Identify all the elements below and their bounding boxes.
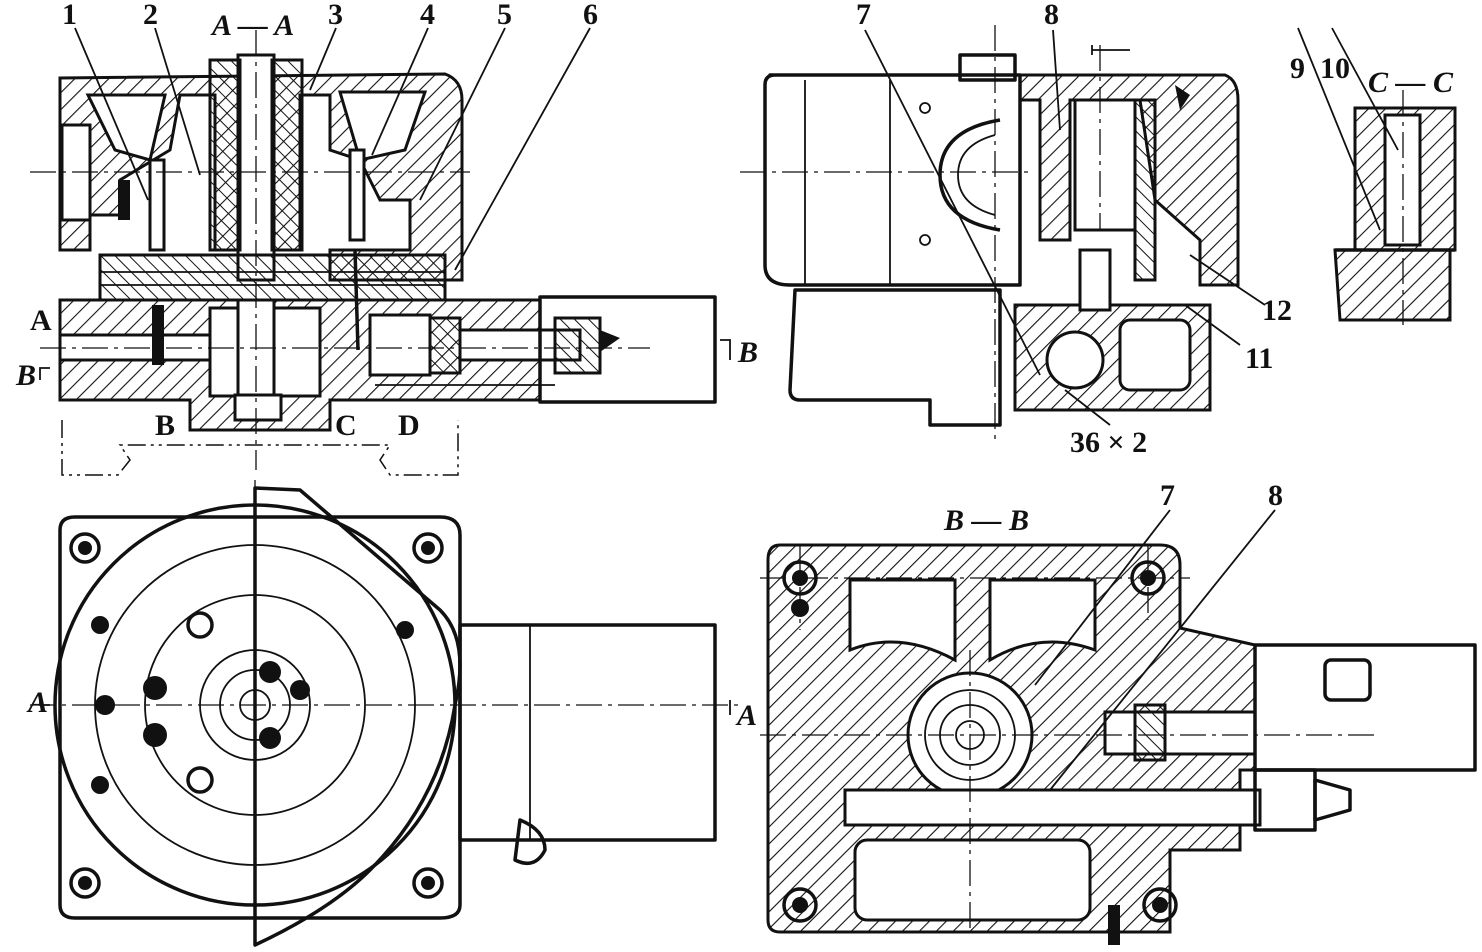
part-label-12: 12 <box>1262 294 1292 327</box>
cut-label-a-right: A <box>735 699 757 732</box>
side-view <box>740 25 1266 445</box>
piston-right <box>348 148 366 242</box>
spool-end <box>368 313 432 377</box>
bushing-right <box>270 58 304 252</box>
spool-land <box>428 316 462 375</box>
part-label-7: 7 <box>856 0 871 31</box>
bushing-left <box>208 58 242 252</box>
motor-dome <box>938 118 1001 232</box>
part-label-7-bb: 7 <box>1160 479 1175 512</box>
thread-port <box>1045 330 1105 390</box>
part-label-3: 3 <box>328 0 343 31</box>
part-label-10: 10 <box>1320 52 1350 85</box>
section-aa-view <box>30 27 731 476</box>
part-label-8: 8 <box>1044 0 1059 31</box>
section-cc-view <box>1297 27 1457 325</box>
side-cavity <box>1118 318 1192 392</box>
port-label-a: A <box>30 304 52 337</box>
check-valve <box>1078 248 1112 312</box>
port-label-b: B <box>155 409 175 442</box>
part-label-8-bb: 8 <box>1268 479 1283 512</box>
plan-outline <box>58 515 462 920</box>
bb-spool <box>1103 710 1257 756</box>
valve-sleeve <box>1133 98 1157 282</box>
motor-body <box>763 73 1022 287</box>
bb-window-bottom <box>853 838 1092 922</box>
part-label-9: 9 <box>1290 52 1305 85</box>
section-cc-title: C — C <box>1368 66 1454 99</box>
part-label-1: 1 <box>62 0 77 31</box>
cut-label-b-left: B <box>15 359 36 392</box>
bb-right-casing <box>1253 643 1477 772</box>
spool-cap <box>553 316 602 375</box>
top-cap <box>958 53 1017 82</box>
thread-spec: 36 × 2 <box>1070 426 1147 459</box>
cut-label-b-right: B <box>737 336 758 369</box>
cut-label-a-left: A <box>26 686 48 719</box>
part-label-4: 4 <box>420 0 435 31</box>
bb-long-shaft <box>843 788 1262 827</box>
lower-body-side <box>788 288 1002 427</box>
section-bb-title: B — B <box>943 504 1029 537</box>
valve-bore <box>1073 98 1137 232</box>
plan-spool-casing <box>458 623 717 842</box>
shaft-nut <box>233 393 283 422</box>
part-label-2: 2 <box>143 0 158 31</box>
piston-left <box>148 158 166 252</box>
bb-window-left <box>848 578 957 663</box>
port-label-c: C <box>335 409 357 442</box>
plan-view <box>30 480 740 947</box>
part-label-5: 5 <box>497 0 512 31</box>
right-housing <box>1018 73 1240 287</box>
section-bb-view <box>760 509 1477 945</box>
right-casing <box>538 295 717 404</box>
part-label-11: 11 <box>1245 342 1273 375</box>
cylinder-block <box>98 253 447 302</box>
section-aa-title: A — A <box>210 9 294 42</box>
upper-housing-pocket-right <box>337 90 428 162</box>
corner-bolts <box>69 532 444 899</box>
cover-plate <box>253 486 462 947</box>
part-label-6: 6 <box>583 0 598 31</box>
port-label-d: D <box>398 409 420 442</box>
labels: 1 2 A — A 3 4 5 6 7 8 9 10 C — C 11 12 3… <box>15 0 1454 732</box>
